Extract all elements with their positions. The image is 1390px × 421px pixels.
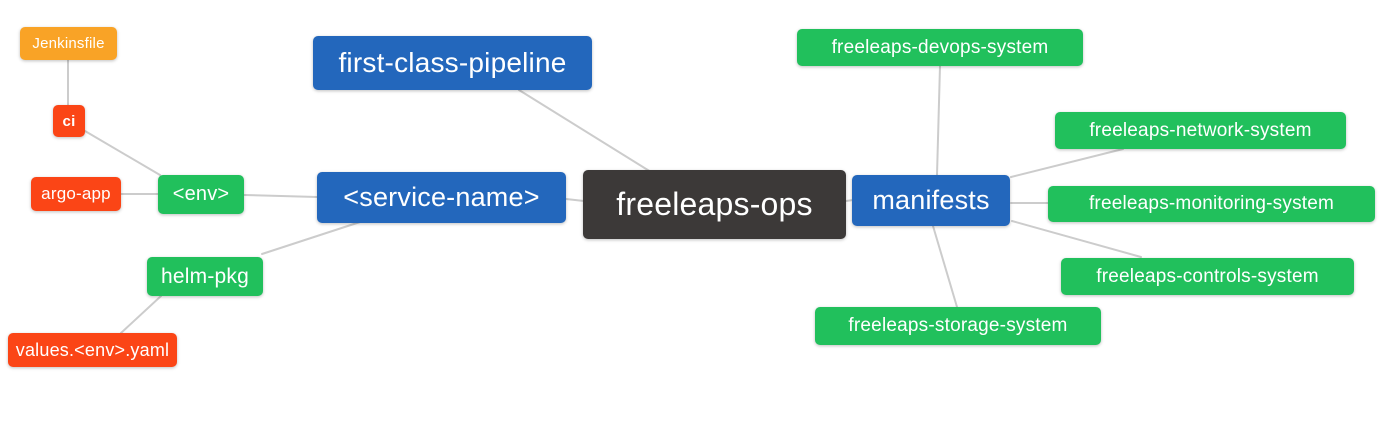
edge-ops-manifests: [845, 199, 854, 202]
edge-manifests-devops: [936, 65, 941, 176]
edge-manifests-controls: [1011, 220, 1142, 258]
node-freeleaps-controls-system[interactable]: freeleaps-controls-system: [1061, 258, 1354, 295]
node-freeleaps-ops-root[interactable]: freeleaps-ops: [583, 170, 846, 239]
edge-ci-env: [84, 130, 161, 176]
edge-helm-pkg-service-name: [261, 221, 361, 255]
edge-pipeline-ops: [518, 89, 652, 173]
node-argo-app[interactable]: argo-app: [31, 177, 121, 211]
node-values-env-yaml[interactable]: values.<env>.yaml: [8, 333, 177, 367]
node-service-name[interactable]: <service-name>: [317, 172, 566, 223]
edge-values-helm-pkg: [120, 295, 162, 334]
node-ci[interactable]: ci: [53, 105, 85, 137]
node-freeleaps-monitoring-system[interactable]: freeleaps-monitoring-system: [1048, 186, 1375, 222]
node-freeleaps-storage-system[interactable]: freeleaps-storage-system: [815, 307, 1101, 345]
node-helm-pkg[interactable]: helm-pkg: [147, 257, 263, 296]
edge-env-service-name: [243, 194, 318, 198]
node-freeleaps-network-system[interactable]: freeleaps-network-system: [1055, 112, 1346, 149]
node-first-class-pipeline[interactable]: first-class-pipeline: [313, 36, 592, 90]
node-env[interactable]: <env>: [158, 175, 244, 214]
node-manifests[interactable]: manifests: [852, 175, 1010, 226]
node-jenkinsfile[interactable]: Jenkinsfile: [20, 27, 117, 60]
edge-service-name-ops: [565, 198, 585, 202]
edge-manifests-storage: [932, 225, 958, 308]
node-freeleaps-devops-system[interactable]: freeleaps-devops-system: [797, 29, 1083, 66]
edge-manifests-network: [1010, 148, 1124, 178]
